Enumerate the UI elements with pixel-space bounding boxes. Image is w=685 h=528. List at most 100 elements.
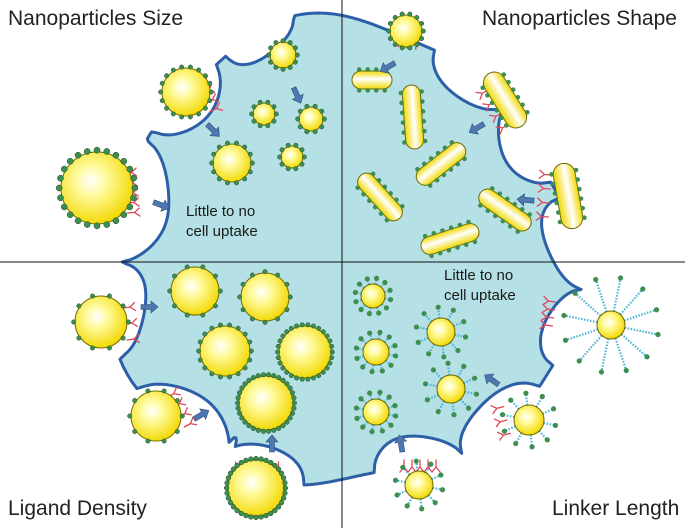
ligand bbox=[164, 73, 170, 79]
ligand bbox=[361, 191, 366, 197]
ligand bbox=[420, 28, 426, 34]
ligand bbox=[284, 381, 290, 387]
rod-core bbox=[401, 84, 425, 150]
receptor bbox=[535, 211, 550, 221]
ligand bbox=[512, 201, 518, 207]
ligand bbox=[376, 178, 382, 183]
ligand bbox=[112, 151, 120, 159]
internalized-small-particle bbox=[249, 99, 279, 129]
ligand bbox=[247, 339, 253, 345]
receptor-stem bbox=[541, 303, 556, 314]
ligand bbox=[414, 42, 420, 47]
linker bbox=[574, 292, 602, 317]
ligand bbox=[292, 45, 298, 51]
ligand bbox=[209, 325, 215, 331]
ligand bbox=[424, 397, 430, 403]
long-linker-particle bbox=[561, 275, 661, 375]
arrow-shape bbox=[468, 121, 486, 135]
ligand bbox=[258, 456, 264, 462]
ligand bbox=[200, 312, 206, 318]
ligand bbox=[552, 422, 559, 428]
ligand bbox=[428, 156, 434, 161]
internalized-small-particle bbox=[277, 142, 307, 172]
linker bbox=[374, 278, 378, 285]
ligand bbox=[358, 306, 364, 313]
particle-core bbox=[404, 470, 434, 500]
ligand bbox=[196, 67, 202, 73]
ligand bbox=[255, 427, 261, 433]
quadrant-label-shape: Nanoparticles Shape bbox=[482, 7, 677, 30]
quadrant-label-size: Nanoparticles Size bbox=[8, 7, 184, 30]
ligand bbox=[217, 288, 223, 294]
ligand bbox=[387, 287, 393, 293]
ligand bbox=[184, 312, 190, 318]
ligand bbox=[353, 405, 359, 411]
ligand bbox=[575, 177, 580, 182]
particle-core bbox=[161, 67, 211, 117]
ligand bbox=[377, 329, 383, 335]
ligand bbox=[239, 385, 245, 391]
ligand bbox=[388, 190, 393, 196]
ligand bbox=[523, 390, 529, 396]
ligand bbox=[440, 228, 445, 233]
linker-uptake-note-line1: Little to no bbox=[444, 267, 514, 284]
ligand bbox=[550, 181, 556, 187]
ligand bbox=[200, 264, 206, 270]
ligand bbox=[297, 124, 303, 130]
ligand bbox=[209, 160, 215, 166]
ligand bbox=[174, 429, 180, 434]
ligand bbox=[324, 365, 330, 371]
uptake-arrow bbox=[379, 60, 397, 74]
rod-core bbox=[351, 70, 393, 90]
ligand bbox=[561, 312, 567, 319]
ligand bbox=[320, 369, 326, 375]
internalized-particle bbox=[237, 269, 293, 325]
ligand bbox=[515, 94, 521, 100]
ligand bbox=[506, 79, 511, 85]
ligand bbox=[420, 99, 425, 104]
particle-core bbox=[362, 338, 390, 366]
ligand bbox=[399, 100, 404, 106]
ligand bbox=[304, 129, 310, 135]
docking-linker-particle bbox=[392, 458, 446, 512]
ligand bbox=[275, 272, 281, 278]
ligand bbox=[327, 338, 333, 344]
ligand bbox=[273, 64, 279, 70]
ligand bbox=[132, 398, 138, 403]
ligand bbox=[216, 176, 222, 182]
ligand bbox=[130, 194, 137, 202]
ligand bbox=[640, 286, 646, 292]
ligand bbox=[415, 166, 420, 172]
ligand bbox=[120, 157, 128, 165]
ligand bbox=[435, 304, 441, 310]
ligand bbox=[60, 165, 68, 173]
ligand bbox=[510, 87, 516, 92]
ligand bbox=[187, 64, 193, 70]
ligand bbox=[360, 424, 366, 430]
particle-core bbox=[426, 317, 456, 347]
ligand bbox=[93, 146, 101, 154]
ligand bbox=[83, 148, 91, 155]
ligand bbox=[103, 221, 111, 228]
ligand bbox=[284, 369, 290, 375]
ligand bbox=[213, 303, 218, 309]
arrow-shape bbox=[265, 434, 279, 453]
ligand bbox=[489, 186, 495, 191]
ligand bbox=[376, 310, 382, 316]
ligand bbox=[420, 109, 426, 114]
ligand bbox=[255, 373, 261, 379]
ligand bbox=[248, 456, 254, 462]
arrow-shape bbox=[484, 373, 501, 388]
ligand bbox=[280, 365, 286, 371]
ligand bbox=[472, 239, 478, 245]
ligand bbox=[513, 440, 519, 447]
particle-core bbox=[513, 404, 545, 436]
ligand bbox=[227, 470, 234, 476]
receptor-stem bbox=[183, 417, 198, 428]
ligand bbox=[582, 215, 587, 220]
ligand bbox=[480, 85, 486, 91]
linker bbox=[356, 355, 365, 360]
ligand bbox=[246, 423, 252, 429]
receptor bbox=[540, 311, 555, 322]
receptor-stem bbox=[542, 295, 557, 306]
